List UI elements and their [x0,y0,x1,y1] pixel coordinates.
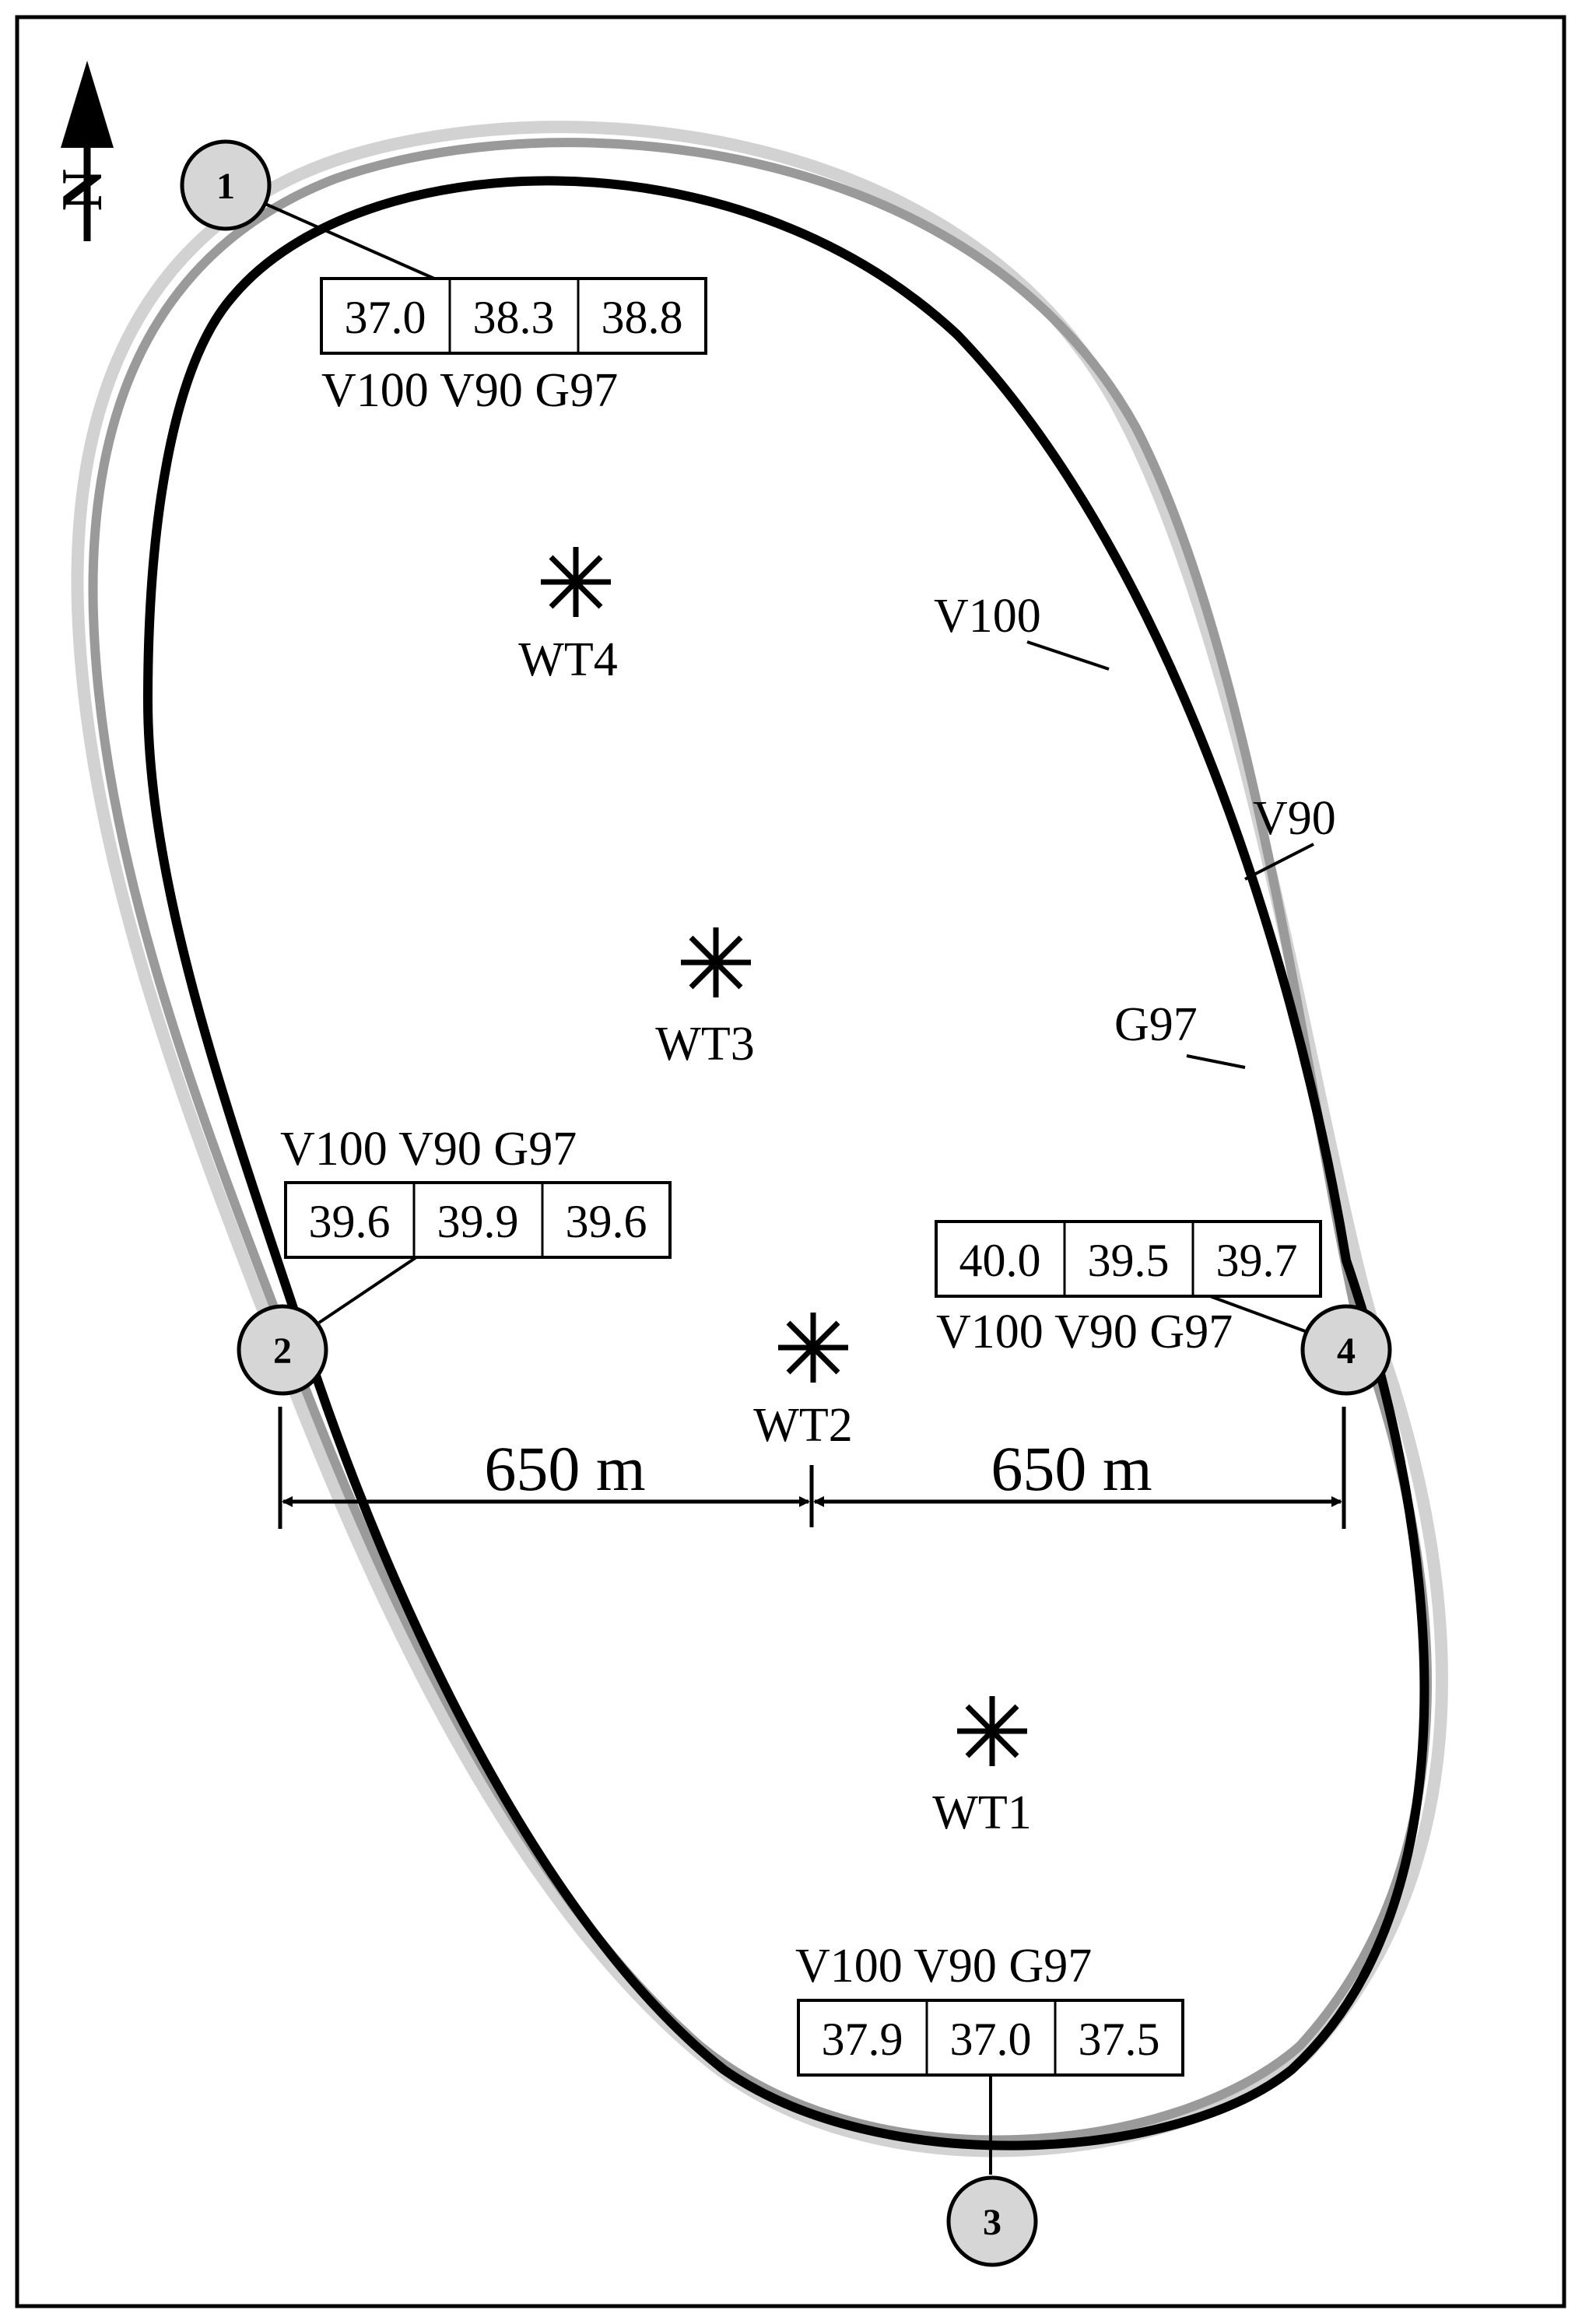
value-cell: 38.8 [602,292,683,343]
north-label: N [51,169,114,210]
contour-leader-g97 [1186,1054,1246,1069]
noise-contours [71,121,1448,2157]
point-leader [1209,1295,1308,1334]
point-leader [317,1256,418,1324]
point-marker [237,1304,328,1396]
value-cell: 37.5 [1079,2014,1160,2065]
turbine-star-icon [957,1696,1027,1766]
contour-labels: V100 V90 G97 [934,590,1336,1069]
contour-label-v90: V90 [1253,792,1336,845]
point-marker [180,139,272,231]
turbine-wt1: WT1 [932,1696,1032,1839]
value-cell: 37.9 [822,2014,903,2065]
turbine-label: WT2 [753,1399,852,1452]
value-cell: 39.7 [1216,1235,1298,1286]
contour-leader-v90 [1244,843,1314,881]
value-cell: 39.5 [1088,1235,1170,1286]
point-marker [1300,1304,1392,1396]
value-cell: 39.6 [566,1196,647,1247]
value-headers: V100 V90 G97 [795,1940,1092,1993]
value-headers: V100 V90 G97 [280,1123,577,1176]
value-cell: 40.0 [959,1235,1041,1286]
value-headers: V100 V90 G97 [321,364,618,417]
measurement-point-4: 40.0 39.5 39.7 V100 V90 G97 4 [935,1220,1392,1396]
turbine-wt3: WT3 [655,927,755,1071]
value-cell: 38.3 [473,292,555,343]
measurement-point-1: 37.0 38.3 38.8 V100 V90 G97 1 [180,139,707,417]
figure-frame [15,15,1566,2308]
point-number: 3 [983,2202,1001,2243]
contour-leader-v100 [1026,640,1110,671]
value-table [284,1181,672,1259]
value-cell: 39.9 [437,1196,519,1247]
wind-turbines: WT4 WT3 WT2 WT1 [518,547,1032,1839]
dimension-lines: 650 m 650 m [278,1407,1346,1529]
value-cell: 37.0 [950,2014,1032,2065]
turbine-label: WT3 [655,1018,754,1071]
value-table [935,1220,1322,1298]
measurement-point-3: V100 V90 G97 37.9 37.0 37.5 3 [795,1940,1184,2267]
point-number: 1 [216,166,235,207]
north-arrow-head [61,61,114,148]
north-arrow: N [51,61,114,241]
turbine-wt4: WT4 [518,547,618,686]
value-cell: 37.0 [345,292,426,343]
dimension-label-right: 650 m [991,1433,1152,1504]
turbine-label: WT4 [518,633,617,686]
value-headers: V100 V90 G97 [936,1306,1233,1358]
contour-v100 [142,176,1429,2150]
point-number: 4 [1337,1330,1356,1372]
contour-label-v100: V100 [934,590,1041,643]
value-table [320,277,707,355]
turbine-label: WT1 [932,1786,1031,1839]
contour-v90 [88,138,1432,2145]
turbine-star-icon [541,547,611,617]
point-leader [252,197,435,280]
measurement-point-2: V100 V90 G97 39.6 39.9 39.6 2 [237,1123,672,1396]
value-cell: 39.6 [309,1196,391,1247]
turbine-wt2: WT2 [753,1313,853,1452]
point-marker [946,2175,1038,2267]
contour-label-g97: G97 [1114,998,1198,1051]
dimension-label-left: 650 m [484,1433,645,1504]
turbine-star-icon [778,1313,848,1383]
point-number: 2 [273,1330,292,1372]
turbine-star-icon [681,927,751,997]
